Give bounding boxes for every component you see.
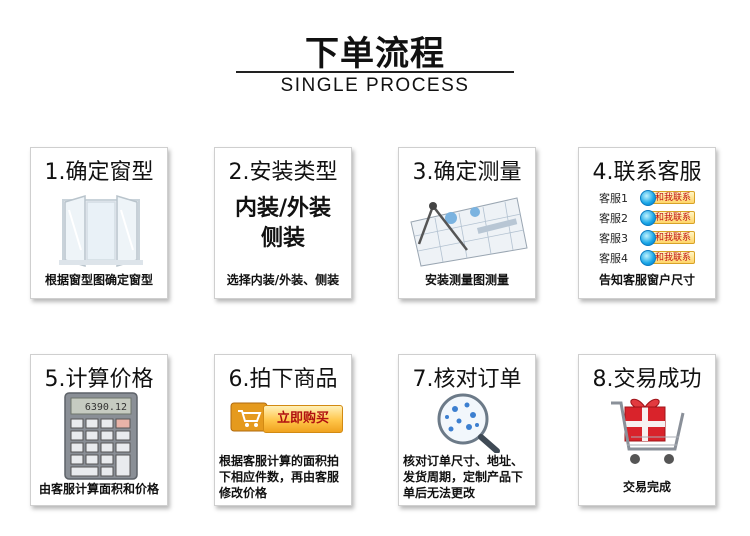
contact-me-button[interactable]: 和我联系 (640, 250, 695, 266)
page-header: 下单流程 SINGLE PROCESS (0, 0, 750, 110)
contact-me-button[interactable]: 和我联系 (640, 210, 695, 226)
window-icon (59, 194, 143, 268)
step-card-5: 5.计算价格 6390.12 由客服计算面积和价格 (30, 354, 168, 506)
step-card-4: 4.联系客服 客服1 和我联系 客服2 和我联系 客服3 和我联系 客服4 和我… (578, 147, 716, 299)
install-type-line-2: 侧装 (260, 226, 305, 251)
qq-icon (640, 230, 656, 246)
magnifier-icon (437, 393, 500, 453)
step-title: 1.确定窗型 (44, 160, 154, 185)
service-row: 客服3 和我联系 (599, 230, 699, 246)
contact-me-button[interactable]: 和我联系 (640, 230, 695, 246)
service-row: 客服1 和我联系 (599, 190, 699, 206)
calculator-icon: 6390.12 (64, 392, 138, 480)
page-title: 下单流程 (305, 34, 445, 74)
install-type-line-1: 内装/外装 (234, 196, 332, 221)
service-label: 客服3 (599, 232, 628, 245)
cart-button-icon (230, 402, 268, 432)
step-title: 6.拍下商品 (228, 367, 338, 392)
service-label: 客服4 (599, 252, 628, 265)
step-card-1: 1.确定窗型 根据窗型图确定窗型 (30, 147, 168, 299)
step-desc: 核对订单尺寸、地址、 发货周期，定制产品下 单后无法更改 (403, 454, 524, 500)
service-label: 客服2 (599, 212, 628, 225)
step-title: 3.确定测量 (412, 160, 522, 185)
page-subtitle: SINGLE PROCESS (280, 75, 470, 96)
step-desc: 根据窗型图确定窗型 (44, 273, 153, 287)
qq-icon (640, 250, 656, 266)
step-card-2: 2.安装类型 内装/外装 侧装 选择内装/外装、侧装 (214, 147, 352, 299)
step-desc: 选择内装/外装、侧装 (226, 273, 340, 287)
step-desc: 告知客服窗户尺寸 (598, 273, 695, 287)
qq-icon (640, 210, 656, 226)
step-title: 2.安装类型 (228, 160, 338, 185)
service-row: 客服2 和我联系 (599, 210, 699, 226)
step-title: 7.核对订单 (412, 367, 522, 392)
buy-now-button[interactable]: 立即购买 (263, 405, 343, 433)
service-label: 客服1 (599, 192, 628, 205)
step-desc: 安装测量图测量 (424, 273, 509, 287)
step-card-7: 7.核对订单 核对订单尺寸、地址、 发货周期，定制产品下 单后无法更改 (398, 354, 536, 506)
step-title: 5.计算价格 (44, 367, 154, 392)
step-title: 8.交易成功 (592, 367, 702, 392)
title-divider (236, 71, 514, 73)
svg-text:6390.12: 6390.12 (85, 402, 127, 413)
step-title: 4.联系客服 (592, 160, 702, 185)
step-card-6: 6.拍下商品 立即购买 根据客服计算的面积拍 下相应件数，再由客服 修改价格 (214, 354, 352, 506)
step-card-8: 8.交易成功 交易完成 (578, 354, 716, 506)
qq-icon (640, 190, 656, 206)
blueprint-tools-icon (410, 197, 528, 267)
service-row: 客服4 和我联系 (599, 250, 699, 266)
step-desc: 交易完成 (622, 480, 671, 494)
step-desc: 由客服计算面积和价格 (38, 482, 159, 496)
step-card-3: 3.确定测量 安装测量图测量 (398, 147, 536, 299)
contact-me-button[interactable]: 和我联系 (640, 190, 695, 206)
step-desc: 根据客服计算的面积拍 下相应件数，再由客服 修改价格 (219, 454, 340, 500)
gift-cart-icon (611, 398, 685, 464)
